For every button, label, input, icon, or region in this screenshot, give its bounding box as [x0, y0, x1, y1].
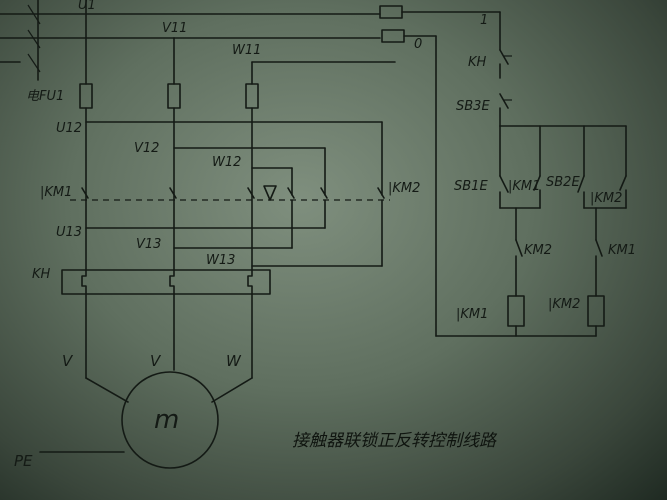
- label-km2-aux: |KM2: [590, 191, 622, 206]
- label-km1-aux: |KM1: [508, 179, 540, 194]
- diagram-title: 接触器联锁正反转控制线路: [292, 431, 498, 451]
- label-sb2: SB2E: [546, 175, 580, 190]
- label-kh-ctrl: KH: [468, 55, 487, 70]
- label-km2-coil: |KM2: [548, 297, 580, 312]
- km2-main-contacts: [263, 185, 385, 201]
- label-kh-main: KH: [32, 267, 51, 282]
- label-phase-v: V: [150, 352, 162, 370]
- motor-symbol: [121, 371, 219, 469]
- label-sb3: SB3E: [456, 99, 490, 114]
- label-km1-main: |KM1: [40, 185, 72, 200]
- label-phase-w: W: [226, 352, 242, 370]
- supply-lines: [0, 4, 381, 73]
- km1-main-contacts: [81, 187, 255, 199]
- control-circuit: [379, 5, 627, 337]
- label-km1-coil: |KM1: [456, 307, 488, 322]
- main-conductors: [85, 107, 383, 271]
- label-u12: U12: [56, 121, 82, 136]
- label-u13: U13: [56, 225, 82, 240]
- label-km1-nc: KM1: [608, 243, 636, 258]
- label-v12: V12: [134, 141, 159, 156]
- phase-verticals: [85, 0, 396, 85]
- label-sb1: SB1E: [454, 179, 488, 194]
- label-ctrl-0: 0: [414, 37, 422, 52]
- label-km2-nc: KM2: [524, 243, 552, 258]
- label-w12: W12: [212, 155, 241, 170]
- label-motor: m: [154, 405, 179, 435]
- label-km2-main: |KM2: [388, 181, 420, 196]
- label-v13: V13: [136, 237, 161, 252]
- label-phase-u: V: [62, 352, 74, 370]
- label-fu1: 电FU1: [26, 89, 64, 104]
- label-w11: W11: [232, 43, 261, 58]
- label-u1: U1: [78, 0, 96, 13]
- motor-leads: [85, 293, 253, 403]
- label-pe: PE: [14, 452, 33, 470]
- label-w13: W13: [206, 253, 235, 268]
- kh-thermal-relay: [61, 269, 271, 295]
- label-ctrl-1: 1: [480, 13, 488, 28]
- label-v11: V11: [162, 21, 187, 36]
- fuses-fu1: [79, 83, 259, 109]
